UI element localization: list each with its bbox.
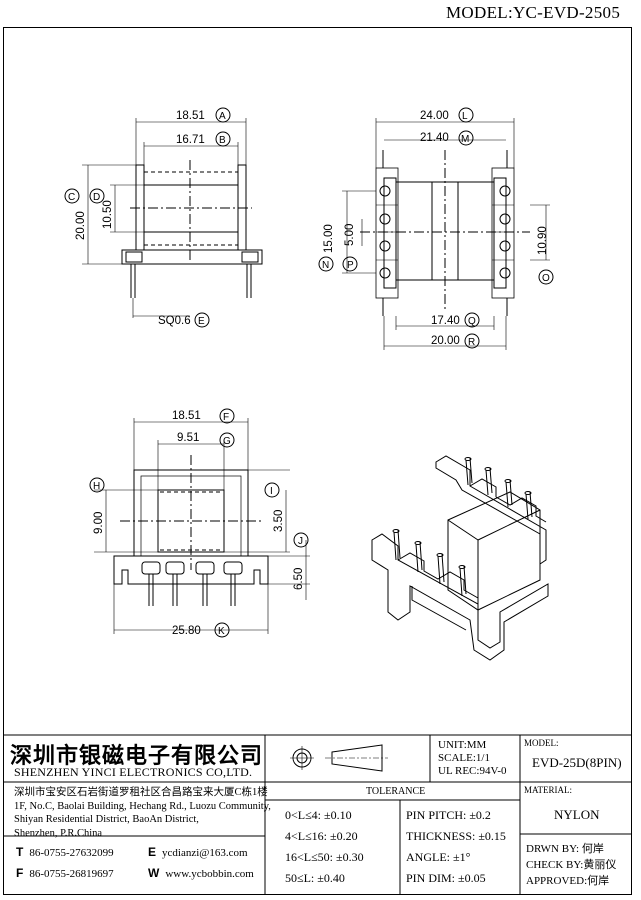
svg-text:C: C <box>68 192 75 203</box>
dim-q-value: 17.40 <box>431 315 460 327</box>
address-line: 1F, No.C, Baolai Building, Hechang Rd., … <box>14 800 271 812</box>
model-header: MODEL:YC-EVD-2505 <box>446 3 621 22</box>
svg-text:F: F <box>223 412 229 423</box>
checked-by: CHECK BY:黄丽仪 <box>526 859 617 871</box>
tolerance-row: THICKNESS: ±0.15 <box>406 829 506 843</box>
svg-text:L: L <box>462 111 468 122</box>
dim-o-value: 10.90 <box>537 226 549 255</box>
company-name-en: SHENZHEN YINCI ELECTRONICS CO,LTD. <box>14 765 253 779</box>
dim-i-value: 3.50 <box>273 510 285 532</box>
address-line: Shenzhen, P.R.China <box>14 827 103 839</box>
dim-d-value: 10.50 <box>102 200 114 229</box>
dim-g-value: 9.51 <box>177 432 199 444</box>
svg-text:E: E <box>198 316 205 327</box>
tolerance-row: 4<L≤16: ±0.20 <box>285 829 358 843</box>
bottom-view <box>94 418 310 634</box>
tolerance-title: TOLERANCE <box>366 786 426 797</box>
svg-text:N: N <box>322 260 329 271</box>
dim-j-value: 6.50 <box>293 568 305 590</box>
svg-text:Q: Q <box>468 316 476 327</box>
material-value: NYLON <box>554 807 600 822</box>
unit-label: UNIT:MM <box>438 739 487 751</box>
drawn-by: DRWN BY: 何岸 <box>526 843 604 855</box>
dim-c-value: 20.00 <box>75 211 87 240</box>
scale-label: SCALE:1/1 <box>438 752 490 764</box>
svg-text:I: I <box>270 486 273 497</box>
tolerance-row: 50≤L: ±0.40 <box>285 871 345 885</box>
dim-e-value: SQ0.6 <box>158 315 191 327</box>
dim-a-value: 18.51 <box>176 110 205 122</box>
svg-text:H: H <box>93 481 100 492</box>
model-value: EVD-25D(8PIN) <box>532 755 622 770</box>
svg-text:R: R <box>468 337 475 348</box>
dim-k-value: 25.80 <box>172 625 201 637</box>
dim-f-value: 18.51 <box>172 410 201 422</box>
dim-r-value: 20.00 <box>431 335 460 347</box>
svg-text:P: P <box>347 260 354 271</box>
company-name-cn: 深圳市银磁电子有限公司 <box>10 743 264 769</box>
dim-h-value: 9.00 <box>93 512 105 534</box>
tolerance-row: PIN PITCH: ±0.2 <box>406 808 491 822</box>
dim-l-value: 24.00 <box>420 110 449 122</box>
isometric-view <box>371 455 549 661</box>
dim-m-value: 21.40 <box>420 132 449 144</box>
tolerance-row: 0<L≤4: ±0.10 <box>285 808 352 822</box>
svg-text:G: G <box>223 436 231 447</box>
address-line: 深圳市宝安区石岩街道罗租社区合昌路宝来大厦C栋1楼 <box>14 787 268 798</box>
dim-n-value: 15.00 <box>323 224 335 253</box>
material-label: MATERIAL: <box>524 785 572 795</box>
ul-rec-label: UL REC:94V-0 <box>438 765 507 777</box>
approved-by: APPROVED:何岸 <box>526 875 610 887</box>
svg-text:J: J <box>298 536 303 547</box>
svg-text:A: A <box>219 111 226 122</box>
side-view <box>82 118 263 318</box>
svg-text:D: D <box>93 192 100 203</box>
tolerance-row: ANGLE: ±1° <box>406 850 471 864</box>
tolerance-row: PIN DIM: ±0.05 <box>406 871 486 885</box>
svg-text:B: B <box>219 135 226 146</box>
dim-b-value: 16.71 <box>176 134 205 146</box>
company-address: 深圳市宝安区石岩街道罗租社区合昌路宝来大厦C栋1楼 1F, No.C, Baol… <box>14 786 271 840</box>
tolerance-row: 16<L≤50: ±0.30 <box>285 850 364 864</box>
svg-text:M: M <box>461 134 469 145</box>
dim-p-value: 5.00 <box>344 224 356 246</box>
address-line: Shiyan Residential District, BaoAn Distr… <box>14 814 199 825</box>
model-label: MODEL: <box>524 738 559 748</box>
title-block-grid <box>3 734 632 895</box>
front-view <box>342 118 550 350</box>
svg-text:O: O <box>542 273 550 284</box>
drawing-frame <box>3 27 632 895</box>
svg-text:K: K <box>218 626 225 637</box>
